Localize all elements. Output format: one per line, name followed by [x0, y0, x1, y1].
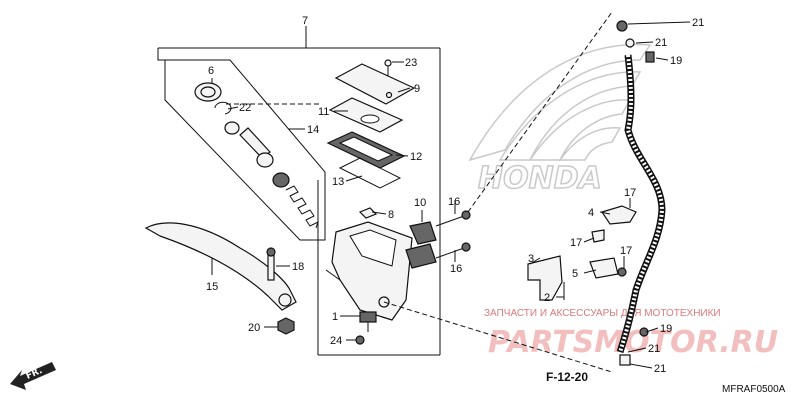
part-number-label: 20 [248, 322, 260, 334]
part-number-label: 10 [414, 197, 426, 209]
part-number-label: 4 [588, 207, 594, 219]
part-number-label: 16 [448, 196, 460, 208]
part-number-label: 7 [302, 15, 308, 27]
cross-reference-label: F-12-20 [546, 370, 588, 384]
watermark-caption: ЗАПЧАСТИ И АКСЕССУАРЫ ДЛЯ МОТОТЕХНИКИ [484, 308, 721, 319]
part-number-label: 16 [450, 263, 462, 275]
part-number-label: 21 [648, 343, 660, 355]
part-number-label: 6 [208, 65, 214, 77]
part-number-label: 12 [410, 151, 422, 163]
reservoir-cap-part [334, 63, 416, 105]
master-cylinder-body [325, 221, 413, 321]
front-direction-arrow: FR. [10, 362, 56, 390]
part-number-label: 8 [388, 209, 394, 221]
honda-wordmark: HONDA [478, 161, 602, 196]
hose-clamp-part-5 [589, 257, 627, 279]
gasket-part [338, 157, 402, 189]
screw-part-23 [384, 59, 392, 76]
part-number-label: 1 [332, 311, 338, 323]
brake-hose-part [616, 20, 666, 366]
part-number-label: 11 [318, 106, 329, 118]
part-number-label: 14 [307, 124, 319, 136]
part-number-label: 15 [206, 281, 218, 293]
part-number-label: 24 [330, 335, 342, 347]
honda-wing-logo: HONDA [468, 43, 652, 197]
brake-lever-part [144, 222, 297, 311]
diagram-code: MFRAF0500A [722, 384, 786, 395]
part-number-label: 17 [570, 237, 582, 249]
pivot-bolt-part [266, 247, 276, 281]
boot-part [194, 82, 222, 102]
part-number-label: 2 [544, 292, 550, 304]
part-number-label: 19 [660, 323, 672, 335]
hose-bracket-part-3 [527, 255, 563, 301]
clip-part-8 [358, 207, 378, 219]
screw-part-24 [355, 335, 365, 345]
switch-part-1 [359, 311, 377, 332]
part-number-label: 21 [692, 17, 704, 29]
part-number-label: 21 [655, 37, 667, 49]
part-labels: 7 6 22 14 23 9 11 12 13 10 8 16 16 18 15… [206, 15, 704, 375]
part-number-label: 17 [620, 245, 632, 257]
part-number-label: 5 [572, 268, 578, 280]
nut-part-20 [277, 317, 295, 335]
bolt-part-16-lower [435, 242, 471, 259]
part-number-label: 22 [239, 102, 251, 114]
part-number-label: 9 [414, 83, 420, 95]
part-number-label: 21 [654, 363, 666, 375]
part-number-label: 18 [292, 261, 304, 273]
holder-part-10 [405, 221, 437, 269]
watermark-logo: PARTSMOTOR.RU [488, 325, 778, 360]
hose-clamp-part-4 [591, 205, 637, 243]
piston-part [224, 121, 290, 188]
bolt-part-16-upper [435, 210, 471, 227]
spring-part [285, 185, 319, 229]
part-number-label: 3 [528, 253, 534, 265]
part-number-label: 23 [405, 57, 417, 69]
part-number-label: 19 [670, 55, 682, 67]
part-number-label: 17 [624, 187, 636, 199]
part-number-label: 13 [332, 176, 344, 188]
